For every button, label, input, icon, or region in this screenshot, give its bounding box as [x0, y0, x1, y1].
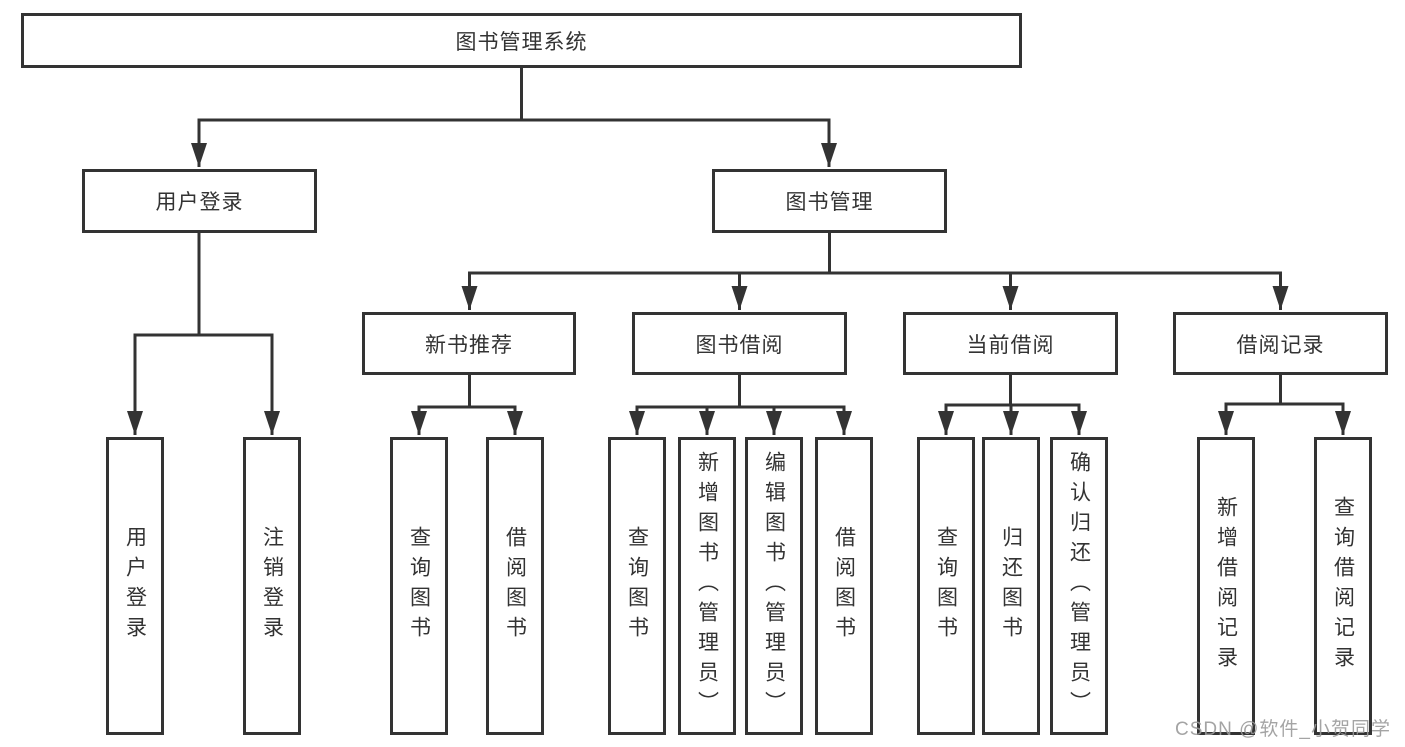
leaf-current-return-books: 归还图书 — [982, 437, 1040, 735]
leaf-borrow-query-books: 查询图书 — [608, 437, 666, 735]
csdn-watermark: CSDN @软件_小贺同学 — [1175, 719, 1391, 740]
leaf-label: 借阅图书 — [832, 526, 856, 646]
leaf-label: 编辑图书（管理员） — [762, 451, 786, 721]
node-label: 借阅记录 — [1236, 333, 1325, 357]
node-label: 图书借阅 — [695, 333, 784, 357]
leaf-label: 查询图书 — [407, 526, 431, 646]
leaf-current-confirm-return-admin: 确认归还（管理员） — [1050, 437, 1108, 735]
node-book-borrow: 图书借阅 — [632, 312, 847, 375]
node-book-management: 图书管理 — [712, 169, 947, 233]
root-node-label: 图书管理系统 — [455, 30, 588, 54]
leaf-records-add-record: 新增借阅记录 — [1197, 437, 1255, 735]
leaf-borrow-borrow-books: 借阅图书 — [815, 437, 873, 735]
leaf-label: 新增借阅记录 — [1214, 496, 1238, 676]
leaf-label: 用户登录 — [123, 526, 147, 646]
leaf-label: 确认归还（管理员） — [1067, 451, 1091, 721]
leaf-current-query-books: 查询图书 — [917, 437, 975, 735]
connector-user-login-to-leaves — [127, 231, 280, 435]
node-user-login: 用户登录 — [82, 169, 317, 233]
connector-borrow-to-leaves — [629, 373, 852, 435]
leaf-records-query-record: 查询借阅记录 — [1314, 437, 1372, 735]
leaf-label: 归还图书 — [999, 526, 1023, 646]
node-label: 用户登录 — [155, 191, 244, 214]
leaf-borrow-add-books-admin: 新增图书（管理员） — [678, 437, 736, 735]
connector-current-to-leaves — [938, 373, 1087, 435]
node-label: 图书管理 — [785, 191, 874, 214]
node-new-book-recommend: 新书推荐 — [362, 312, 576, 375]
connector-records-to-leaves — [1218, 373, 1351, 435]
leaf-logout: 注销登录 — [243, 437, 301, 735]
node-current-borrow: 当前借阅 — [903, 312, 1118, 375]
connector-newrec-to-leaves — [411, 373, 523, 435]
leaf-borrow-edit-books-admin: 编辑图书（管理员） — [745, 437, 803, 735]
leaf-label: 借阅图书 — [503, 526, 527, 646]
leaf-user-login: 用户登录 — [106, 437, 164, 735]
leaf-label: 查询图书 — [625, 526, 649, 646]
node-label: 当前借阅 — [966, 333, 1055, 357]
leaf-label: 查询借阅记录 — [1331, 496, 1355, 676]
leaf-label: 查询图书 — [934, 526, 958, 646]
leaf-newrec-query-books: 查询图书 — [390, 437, 448, 735]
node-label: 新书推荐 — [425, 333, 513, 357]
root-node-library-system: 图书管理系统 — [21, 13, 1022, 68]
connector-book-mgmt-to-level3 — [461, 231, 1289, 310]
connector-root-to-level2 — [191, 66, 837, 167]
leaf-newrec-borrow-books: 借阅图书 — [486, 437, 544, 735]
leaf-label: 注销登录 — [260, 526, 284, 646]
node-borrow-records: 借阅记录 — [1173, 312, 1388, 375]
leaf-label: 新增图书（管理员） — [695, 451, 719, 721]
